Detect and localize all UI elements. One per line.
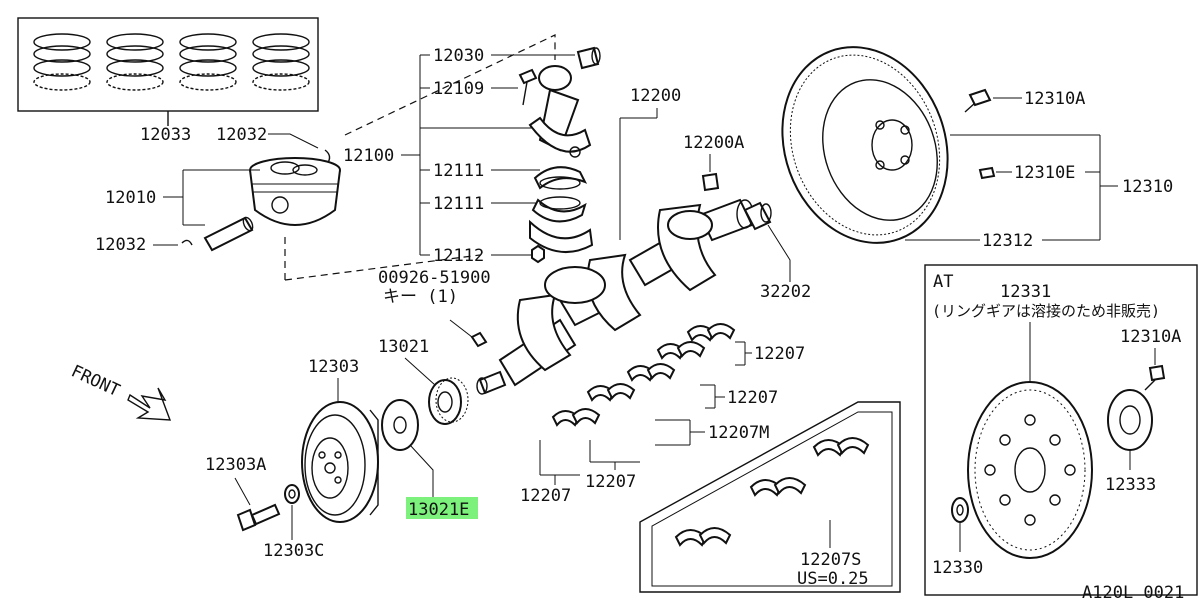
piston-group: 12032 12010 12032 [95,125,341,255]
rod-bearing-lower-drawing [531,196,587,223]
key-drawing [470,331,488,348]
callout-13021: 13021 [378,337,429,357]
rod-bolt-drawing [518,68,538,106]
callout-12033: 12033 [140,125,191,145]
callout-12111-lower: 12111 [433,194,484,214]
callout-12100: 12100 [343,146,394,166]
reinforcement-plate-drawing [1107,389,1153,451]
callout-12111-upper: 12111 [433,161,484,181]
rod-bearing-upper-drawing [533,166,588,190]
callout-highlight [406,497,478,519]
crank-bearing-32202-drawing [743,201,772,231]
rod-nut-drawing [531,244,545,264]
callout-key-note: キー (1) [383,287,458,307]
callout-us025: US=0.25 [797,569,869,589]
drive-plate-drawing [967,381,1093,559]
at-callout-12330: 12330 [932,558,983,578]
flywheel-drawing [781,46,949,244]
main-bearings-group: 12207 12207 12207M 12207 12207 [520,323,805,506]
callout-12207S: 12207S [800,550,861,570]
callout-12303A: 12303A [205,455,266,475]
front-arrow-icon [127,387,172,421]
callout-12010: 12010 [105,188,156,208]
piston-ring-set-box: 12033 [17,17,319,145]
callout-12207-left: 12207 [520,486,571,506]
callout-12109: 12109 [433,79,484,99]
rod-cap-drawing [529,219,594,254]
diagram-id: A120L 0021 [1082,583,1184,600]
pulley-bolt-drawing [236,503,281,532]
crank-pulley-drawing [301,401,379,523]
callout-12207-top: 12207 [754,344,805,364]
callout-12207-right: 12207 [585,472,636,492]
at-title: AT [933,272,953,292]
callout-12032-top: 12032 [216,125,267,145]
piston-pin-drawing [203,216,254,252]
at-box: AT 12331 (リングギアは溶接のため非販売) 12310A [924,264,1198,596]
piston-ring-set-drawing [33,33,310,91]
drive-plate-bolt-drawing [1144,364,1166,391]
callout-12032-bottom: 12032 [95,235,146,255]
callout-12200: 12200 [630,86,681,106]
callout-12303C: 12303C [263,541,324,561]
crankshaft-drawing [476,198,754,395]
at-callout-12333: 12333 [1105,475,1156,495]
crank-spacer-drawing [381,399,419,451]
callout-12112: 12112 [433,246,484,266]
front-indicator: FRONT [68,361,172,421]
crank-pulley-group: 12303 12303A 12303C [205,357,379,561]
at-callout-12331: 12331 [1000,282,1051,302]
at-callout-12310A: 12310A [1120,327,1181,347]
callout-12207M: 12207M [708,423,769,443]
callout-00926-51900: 00926-51900 [378,268,491,288]
pulley-washer-drawing [284,484,300,504]
undersize-bearing-set-box: 12207S US=0.25 [639,401,901,593]
callout-12310: 12310 [1122,177,1173,197]
callout-12200A: 12200A [683,133,744,153]
flywheel-bolt-drawing [964,88,992,113]
callout-32202: 32202 [760,282,811,302]
connecting-rod-drawing [528,65,592,158]
crank-sprocket-group: 13021 13021E [378,337,478,520]
callout-13021E: 13021E [408,500,469,520]
at-callout-12331-note: (リングギアは溶接のため非販売) [932,302,1160,320]
key-group: 00926-51900 キー (1) [378,268,491,348]
callout-12310A: 12310A [1024,89,1085,109]
callout-12030: 12030 [433,46,484,66]
front-label: FRONT [68,361,123,401]
callout-12207-mid: 12207 [727,388,778,408]
pilot-bushing-drawing [701,172,720,192]
dowel-pin-drawing [978,166,996,180]
crankshaft-group: 12200 12200A 32202 [476,86,811,395]
drive-plate-spacer-drawing [951,497,969,523]
piston-drawing [249,157,341,226]
main-bearing-pairs-drawing [551,323,736,427]
callout-12312: 12312 [982,231,1033,251]
small-end-bushing-drawing [576,46,601,70]
callout-12303: 12303 [308,357,359,377]
flywheel-group: 12310A 12310E 12310 12312 [781,46,1173,251]
callout-12310E: 12310E [1014,163,1075,183]
crank-sprocket-drawing [428,377,469,425]
undersize-bearing-set-drawing [674,437,870,547]
connecting-rod-group: 12100 12030 12109 12111 12111 12112 [284,34,601,281]
